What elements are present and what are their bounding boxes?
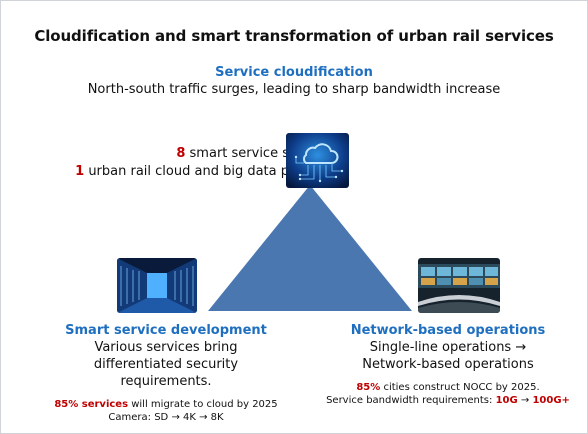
cloud-platform-line: 1 urban rail cloud and big data platform bbox=[0, 163, 336, 181]
data-center-image bbox=[117, 258, 197, 313]
cloud-migration-text: will migrate to cloud by 2025 bbox=[128, 399, 278, 410]
center-triangle bbox=[208, 185, 412, 311]
nocc-highlight: 85% bbox=[356, 382, 381, 393]
network-based-operations-block: Network-based operations Single-line ope… bbox=[326, 322, 570, 407]
cloud-circuit-image bbox=[286, 133, 349, 188]
cloud-migration-highlight: 85% services bbox=[54, 399, 129, 410]
network-ops-heading: Network-based operations bbox=[350, 323, 546, 338]
service-cloudification-description: North-south traffic surges, leading to s… bbox=[87, 82, 501, 97]
smart-service-description: Various services bring differentiated se… bbox=[93, 340, 239, 389]
control-room-image bbox=[418, 258, 500, 313]
network-ops-description: Single-line operations → Network-based o… bbox=[362, 340, 534, 372]
service-cloudification-heading: Service cloudification bbox=[215, 65, 373, 80]
smart-service-development-block: Smart service development Various servic… bbox=[16, 322, 316, 424]
smart-service-heading: Smart service development bbox=[65, 323, 267, 338]
camera-resolution-text: Camera: SD → 4K → 8K bbox=[108, 412, 224, 423]
nocc-stat: 85% cities construct NOCC by 2025. bbox=[326, 381, 570, 394]
cloud-platform-text: urban rail cloud and big data platform bbox=[84, 164, 336, 179]
bandwidth-from: 10G bbox=[495, 395, 518, 406]
cloud-platform-count: 1 bbox=[75, 164, 85, 179]
cloud-migration-stat: 85% services will migrate to cloud by 20… bbox=[16, 398, 316, 411]
bandwidth-arrow: → bbox=[517, 395, 533, 406]
bandwidth-requirements: Service bandwidth requirements: 10G → 10… bbox=[316, 394, 580, 407]
bandwidth-prefix: Service bandwidth requirements: bbox=[326, 395, 496, 406]
nocc-text: cities construct NOCC by 2025. bbox=[380, 382, 540, 393]
bandwidth-to: 100G+ bbox=[532, 395, 570, 406]
service-cloudification-block: Service cloudification North-south traff… bbox=[0, 64, 588, 98]
slide-title: Cloudification and smart transformation … bbox=[34, 27, 554, 45]
smart-systems-count: 8 bbox=[176, 146, 186, 161]
